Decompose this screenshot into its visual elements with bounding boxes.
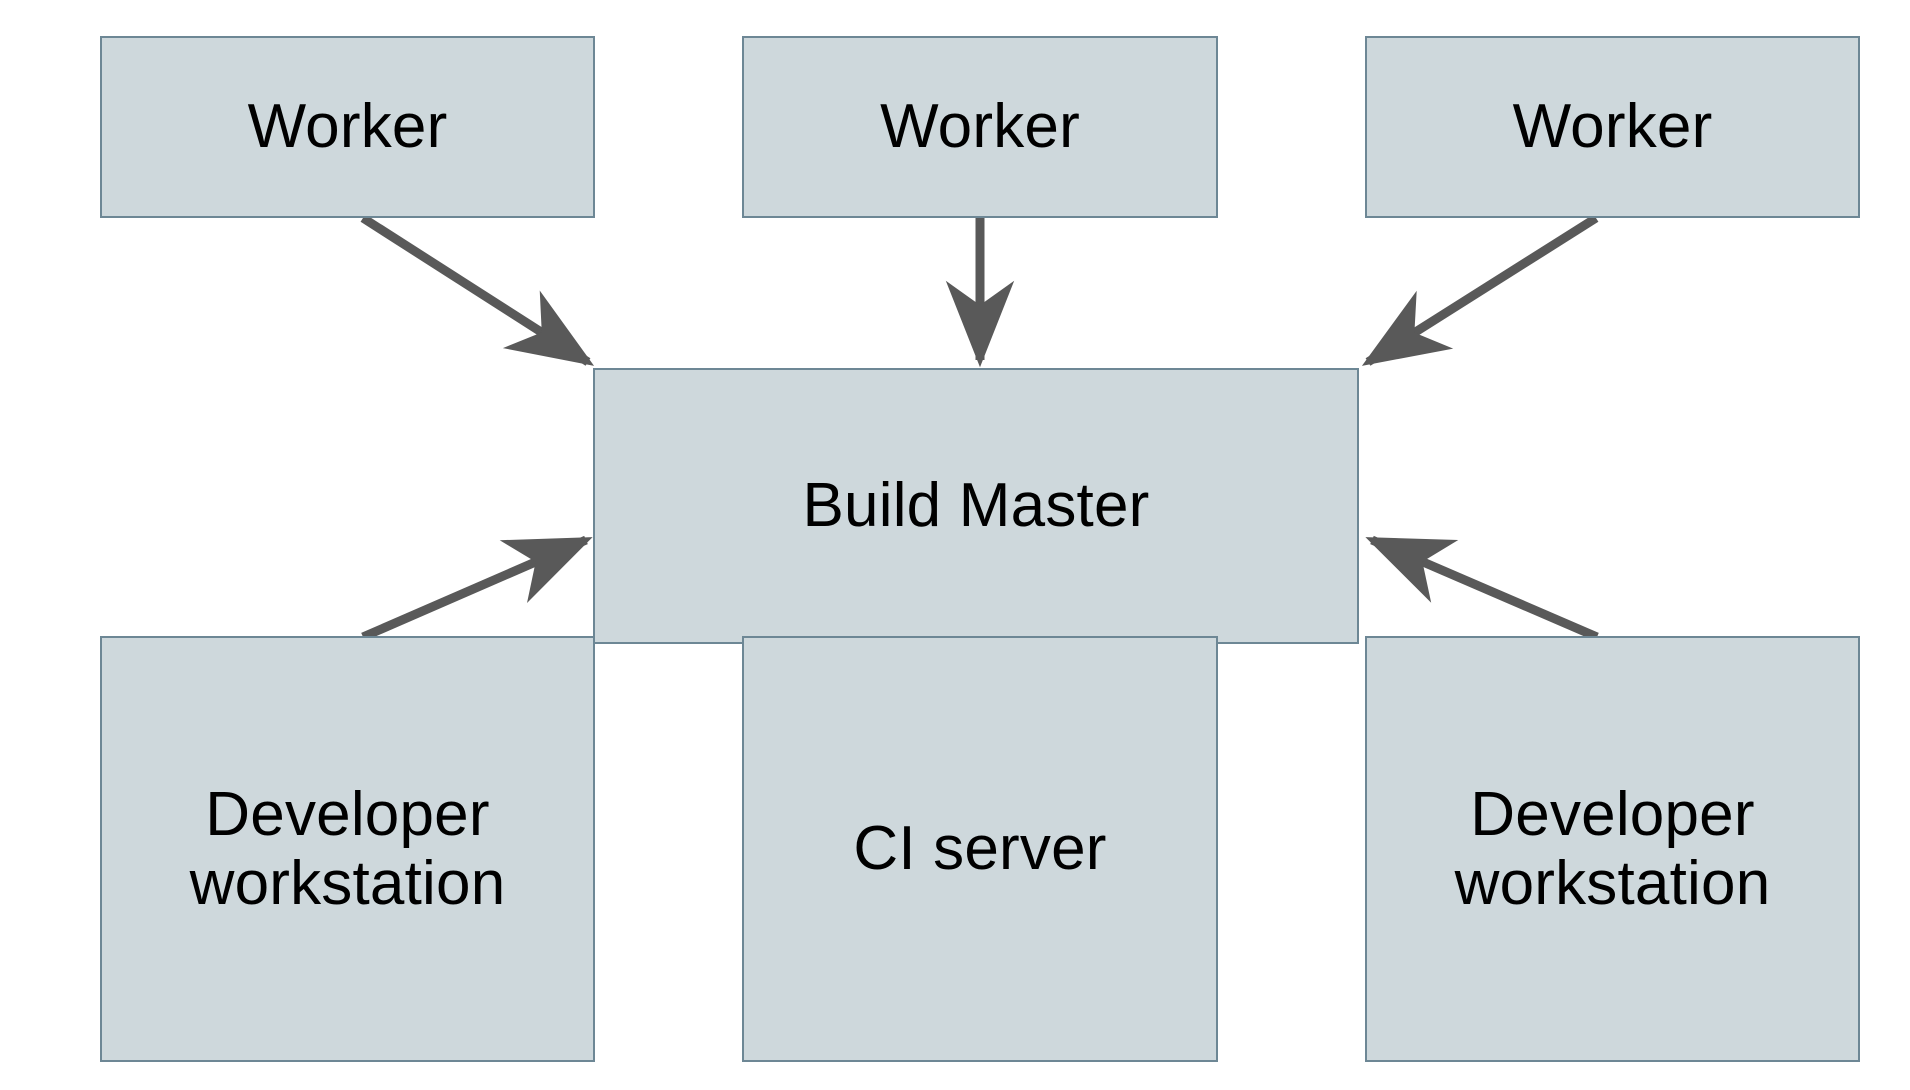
node-developer-workstation-left-label: Developer workstation	[189, 779, 506, 918]
node-build-master-label: Build Master	[802, 471, 1150, 541]
edge-worker-3-to-build-master	[1361, 214, 1599, 366]
node-ci-server-label: CI server	[853, 814, 1107, 884]
node-worker-3[interactable]: Worker	[1365, 36, 1860, 218]
node-worker-2[interactable]: Worker	[742, 36, 1218, 218]
node-developer-workstation-right-label: Developer workstation	[1454, 779, 1771, 918]
edge-worker-1-to-build-master	[360, 214, 595, 366]
node-worker-2-label: Worker	[880, 92, 1080, 162]
node-developer-workstation-right[interactable]: Developer workstation	[1365, 636, 1860, 1062]
node-worker-1[interactable]: Worker	[100, 36, 595, 218]
node-worker-1-label: Worker	[247, 92, 448, 162]
node-developer-workstation-left[interactable]: Developer workstation	[100, 636, 595, 1062]
node-ci-server[interactable]: CI server	[742, 636, 1218, 1062]
node-build-master[interactable]: Build Master	[593, 368, 1359, 644]
node-worker-3-label: Worker	[1512, 92, 1713, 162]
